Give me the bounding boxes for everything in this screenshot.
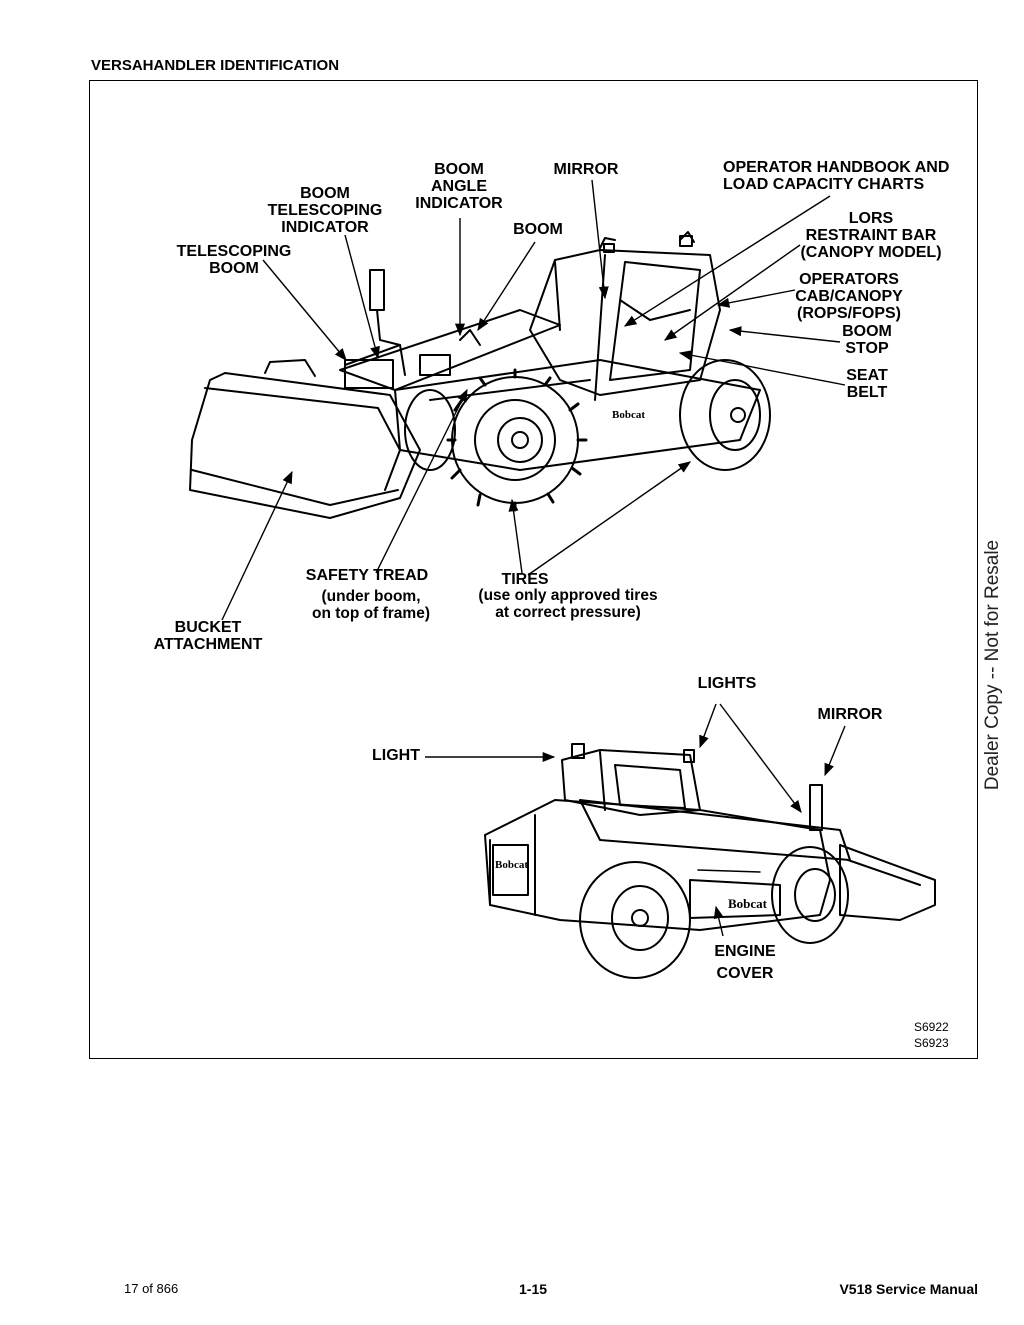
front-tire-drawing (446, 368, 588, 512)
label-mirror-top: MIRROR (553, 161, 619, 178)
page-title: VERSAHANDLER IDENTIFICATION (91, 57, 340, 74)
leader-lights-left (699, 703, 717, 749)
bobcat-decal: Bobcat (495, 859, 528, 871)
label-tires-note: (use only approved tires at correct pres… (478, 587, 658, 621)
bucket-attachment-drawing (189, 372, 421, 519)
label-operator-handbook: OPERATOR HANDBOOK AND LOAD CAPACITY CHAR… (723, 159, 950, 193)
leader-boom (477, 241, 536, 332)
label-boom-angle-indicator: BOOM ANGLE INDICATOR (415, 161, 503, 212)
label-engine-cover: ENGINE COVER (714, 943, 776, 982)
footer-page-count: 17 of 866 (124, 1281, 179, 1296)
label-seat-belt: SEAT BELT (846, 367, 888, 401)
leader-seat-belt (678, 350, 846, 386)
bottom-tire-drawing (579, 861, 691, 979)
leader-engine-cover (713, 905, 724, 937)
leader-telescoping-boom (262, 259, 347, 361)
leader-mirror-bottom (824, 725, 846, 777)
label-safety-tread-note: (under boom, on top of frame) (312, 588, 430, 622)
leader-boom-telescoping-indicator (344, 234, 380, 360)
label-boom-stop: BOOM STOP (842, 323, 892, 357)
leader-tires-front (508, 498, 523, 574)
dealer-copy-watermark: Dealer Copy -- Not for Resale (982, 539, 1003, 791)
bobcat-decal: Bobcat (612, 409, 645, 421)
label-safety-tread: SAFETY TREAD (305, 567, 429, 584)
label-telescoping-boom: TELESCOPING BOOM (176, 243, 292, 277)
leader-safety-tread (375, 388, 468, 574)
label-operators-cab: OPERATORS CAB/CANOPY (ROPS/FOPS) (795, 271, 903, 322)
footer-manual-title: V518 Service Manual (839, 1281, 978, 1297)
leader-bucket (221, 470, 293, 621)
label-bucket-attachment: BUCKET ATTACHMENT (153, 619, 263, 653)
label-boom: BOOM (513, 221, 563, 238)
bobcat-decal: Bobcat (728, 896, 768, 911)
cab-drawing (529, 249, 721, 396)
leader-operators-cab (716, 289, 796, 308)
footer-page-number: 1-15 (519, 1281, 548, 1297)
leader-tires-rear (527, 461, 692, 576)
leader-lors (663, 244, 801, 341)
label-tires: TIRES (501, 571, 549, 588)
label-boom-telescoping-indicator: BOOM TELESCOPING INDICATOR (267, 185, 383, 236)
leader-boom-stop (728, 326, 841, 343)
rear-tire-drawing (679, 359, 771, 471)
label-lors-restraint-bar: LORS RESTRAINT BAR (CANOPY MODEL) (800, 210, 942, 261)
label-lights: LIGHTS (697, 675, 757, 692)
figure-frame (89, 80, 978, 1059)
figure-code: S6922 (914, 1020, 949, 1034)
leader-lights-right (719, 703, 802, 814)
label-light: LIGHT (372, 747, 420, 764)
figure-codes: S6922 S6923 (914, 1019, 949, 1051)
figure-code: S6923 (914, 1036, 949, 1050)
bottom-machine-drawing (484, 743, 936, 979)
leader-mirror-top (591, 179, 609, 300)
label-mirror-bottom: MIRROR (817, 706, 883, 723)
leader-operator-handbook (623, 195, 831, 327)
